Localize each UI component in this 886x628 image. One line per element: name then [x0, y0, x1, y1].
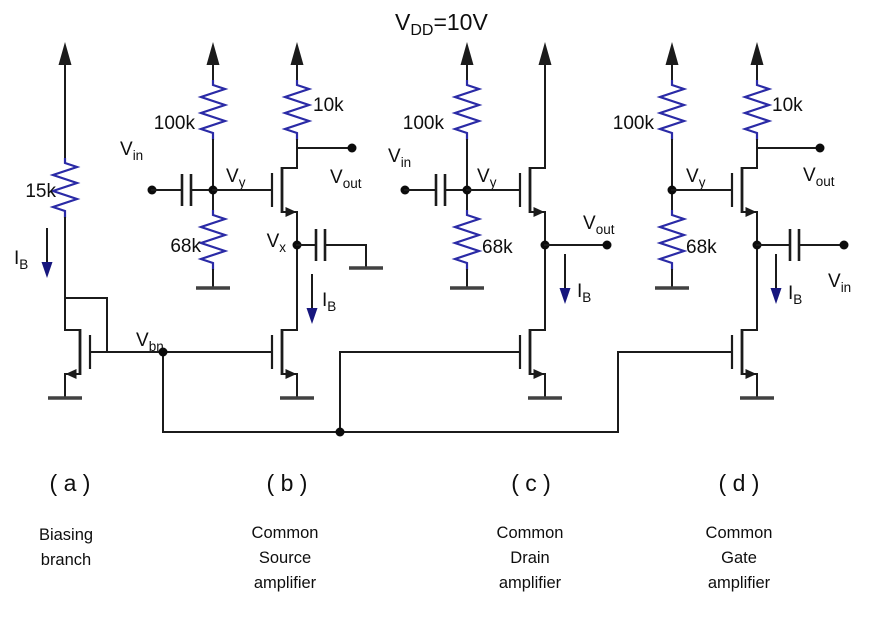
- nmos-transistor-icon: [730, 158, 759, 222]
- ib-label: IB: [788, 283, 802, 307]
- description-c-line1: Common: [497, 524, 564, 542]
- description-d-line1: Common: [706, 524, 773, 542]
- vin-label: Vin: [828, 271, 851, 295]
- junction-dot: [335, 427, 345, 437]
- description-b-line2: Source: [259, 549, 311, 567]
- nmos-transistor-icon: [270, 158, 299, 222]
- circuit-d: 100k Vy 68k 10k Vout Vin IB ( d ) Common…: [613, 41, 851, 592]
- resistor-68k-label: 68k: [686, 237, 717, 258]
- vdd-arrow-icon: [664, 41, 680, 83]
- resistor-10k-label: 10k: [772, 95, 803, 116]
- vdd-arrow-icon: [289, 41, 305, 83]
- coupling-capacitor-icon: [788, 227, 801, 263]
- nmos-current-source-icon: [518, 320, 547, 384]
- vdd-arrow-icon: [749, 41, 765, 83]
- resistor-10k-icon: [743, 78, 771, 142]
- resistor-68k-label: 68k: [170, 236, 201, 257]
- resistor-68k-icon: [658, 208, 686, 272]
- vdd-arrow-icon: [459, 41, 475, 83]
- vbn-bus-wire: [162, 351, 733, 433]
- description-b-line3: amplifier: [254, 574, 317, 592]
- vy-label: Vy: [686, 166, 706, 190]
- vout-terminal-dot: [602, 240, 612, 250]
- resistor-68k-label: 68k: [482, 237, 513, 258]
- nmos-transistor-icon: [63, 320, 92, 384]
- vdd-arrow-icon: [537, 41, 553, 83]
- resistor-100k-label: 100k: [613, 113, 655, 134]
- ib-label: IB: [577, 281, 591, 305]
- description-d-line2: Gate: [721, 549, 757, 567]
- description-b-line1: Common: [252, 524, 319, 542]
- bias-distribution-net: [162, 351, 733, 437]
- vin-terminal-dot: [839, 240, 849, 250]
- description-a-line2: branch: [41, 551, 91, 569]
- circuit-a: 15k IB Vbn ( a ) Biasing branch: [14, 41, 273, 569]
- nmos-current-source-icon: [730, 320, 759, 384]
- current-arrow-icon: [558, 253, 572, 305]
- coupling-capacitor-icon: [180, 172, 193, 208]
- description-c-line3: amplifier: [499, 574, 562, 592]
- caption-d: ( d ): [719, 470, 760, 496]
- circuit-b: 100k Vin Vy 68k 10k Vout Vx IB ( b ) Co: [120, 41, 385, 592]
- caption-c: ( c ): [511, 470, 551, 496]
- coupling-capacitor-icon: [434, 172, 447, 208]
- resistor-100k-icon: [199, 78, 227, 142]
- caption-b: ( b ): [267, 470, 308, 496]
- resistor-68k-icon: [199, 208, 227, 272]
- vdd-arrow-icon: [205, 41, 221, 83]
- vout-terminal-dot: [347, 143, 357, 153]
- resistor-15k-icon: [51, 156, 79, 220]
- vx-label: Vx: [267, 231, 287, 255]
- bypass-capacitor-icon: [314, 227, 327, 263]
- vbn-label: Vbn: [136, 330, 164, 354]
- resistor-100k-label: 100k: [154, 113, 196, 134]
- current-arrow-icon: [305, 273, 319, 325]
- resistor-10k-icon: [283, 78, 311, 142]
- nmos-current-source-icon: [270, 320, 299, 384]
- description-d-line3: amplifier: [708, 574, 771, 592]
- caption-a: ( a ): [50, 470, 91, 496]
- vout-label: Vout: [583, 213, 615, 237]
- ib-label: IB: [322, 290, 336, 314]
- vbn-branch-wire: [339, 351, 521, 433]
- vy-label: Vy: [477, 166, 497, 190]
- vout-label: Vout: [803, 165, 835, 189]
- vdd-supply-label: VDD=10V: [395, 9, 488, 39]
- vin-label: Vin: [388, 146, 411, 170]
- bypass-gnd-wire: [324, 244, 367, 267]
- diode-connection-wire: [64, 297, 108, 353]
- resistor-68k-icon: [453, 208, 481, 272]
- vin-label: Vin: [120, 139, 143, 163]
- vout-label: Vout: [330, 167, 362, 191]
- nmos-transistor-icon: [518, 158, 547, 222]
- ib-label: IB: [14, 248, 28, 272]
- resistor-100k-label: 100k: [403, 113, 445, 134]
- current-arrow-icon: [769, 253, 783, 305]
- current-arrow-icon: [40, 227, 54, 279]
- resistor-15k-label: 15k: [25, 181, 56, 202]
- circuit-c: 100k Vin Vy 68k Vout IB ( c ) Common Dra…: [388, 41, 615, 592]
- resistor-100k-icon: [658, 78, 686, 142]
- vy-label: Vy: [226, 166, 246, 190]
- resistor-100k-icon: [453, 78, 481, 142]
- vout-terminal-dot: [815, 143, 825, 153]
- description-c-line2: Drain: [510, 549, 549, 567]
- vdd-arrow-icon: [57, 41, 73, 83]
- description-a-line1: Biasing: [39, 526, 93, 544]
- resistor-10k-label: 10k: [313, 95, 344, 116]
